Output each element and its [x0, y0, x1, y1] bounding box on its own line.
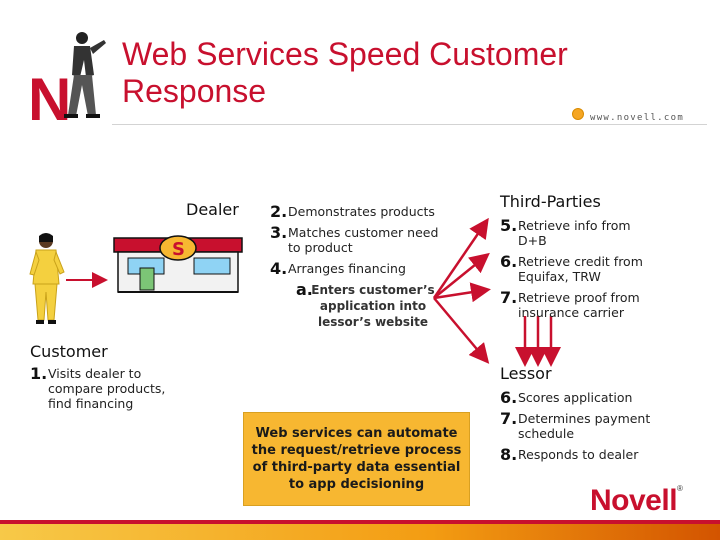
third-party-step: 7.Retrieve proof from insurance carrier	[500, 288, 640, 321]
customer-step: 1.Visits dealer to compare products, fin…	[30, 364, 166, 412]
dealer-step: 4.Arranges financing	[270, 259, 406, 278]
customer-figure-icon	[26, 232, 66, 332]
footer-stripe	[0, 520, 720, 540]
dealer-steps: 2.Demonstrates products 3.Matches custom…	[270, 204, 445, 282]
third-parties-label: Third-Parties	[500, 192, 601, 211]
third-party-steps: 5.Retrieve info from D+B 6.Retrieve cred…	[500, 218, 660, 326]
third-party-step: 5.Retrieve info from D+B	[500, 216, 631, 249]
novell-wordmark-logo: Novell®	[590, 484, 683, 517]
orange-dot-icon	[572, 108, 584, 120]
arrow-to-third-party-3	[433, 282, 491, 303]
callout-text: Web services can automate the request/re…	[251, 426, 462, 492]
novell-n-logo: N	[28, 62, 118, 136]
dealer-substep: a. Enters customer’s application into le…	[296, 280, 435, 330]
third-party-step: 6.Retrieve credit from Equifax, TRW	[500, 252, 643, 285]
dealer-label: Dealer	[186, 200, 239, 219]
lessor-step: 7.Determines payment schedule	[500, 409, 651, 442]
customer-label: Customer	[30, 342, 108, 361]
dealership-building-icon: S	[108, 232, 248, 300]
page-title: Web Services Speed Customer Response	[122, 36, 568, 109]
arrow-to-third-party-2	[433, 252, 490, 299]
website-url: www.novell.com	[590, 113, 685, 123]
mascot-figure-icon	[60, 30, 110, 124]
lessor-step: 8.Responds to dealer	[500, 445, 639, 464]
logo-mark: N	[28, 66, 71, 132]
customer-steps: 1.Visits dealer to compare products, fin…	[30, 366, 180, 417]
lessor-label: Lessor	[500, 364, 552, 383]
dealer-step: 2.Demonstrates products	[270, 202, 435, 221]
arrow-to-third-party-1	[432, 217, 489, 299]
dealer-sign-letter: S	[172, 239, 185, 260]
header-divider	[112, 124, 707, 125]
lessor-steps: 6.Scores application 7.Determines paymen…	[500, 390, 660, 468]
web-services-callout: Web services can automate the request/re…	[243, 412, 470, 506]
lessor-step: 6.Scores application	[500, 388, 633, 407]
dealer-step: 3.Matches customer need to product	[270, 223, 439, 256]
arrow-to-lessor	[433, 297, 490, 364]
